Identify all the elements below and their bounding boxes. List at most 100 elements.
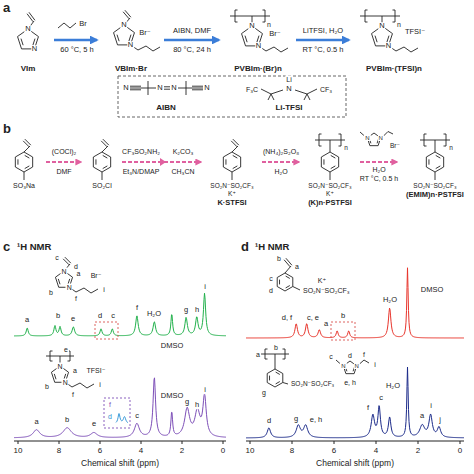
chem-label: H₂O: [382, 296, 398, 304]
chem-label: N: [24, 25, 31, 33]
polymer-bracket: [339, 134, 342, 146]
bond-line: [95, 159, 96, 164]
chem-label: H₂O: [273, 168, 288, 175]
chem-label: DMSO: [160, 342, 185, 350]
chem-label: (NH₄)₂S₂O₈: [262, 148, 300, 155]
chem-label: SO₂N⁻SO₂CF₃: [290, 381, 335, 388]
compound-node: PVBIm·(TFSI)n: [352, 8, 436, 74]
chem-label: g: [184, 398, 190, 406]
bond-line: [103, 155, 108, 158]
axis-tick: [141, 441, 142, 444]
bond-line: [148, 81, 149, 95]
bond-line: [164, 89, 170, 90]
chem-label: Br⁻: [268, 30, 281, 38]
nmr-spectrum: [14, 378, 226, 438]
bond-line: [233, 155, 238, 158]
chem-label: e: [91, 420, 97, 428]
bond-line: [426, 152, 443, 172]
chem-label: d: [268, 287, 274, 294]
chem-label: Br: [78, 20, 88, 28]
chem-label: N: [31, 45, 38, 53]
chem-label: g: [261, 389, 267, 396]
bond-line: [25, 155, 30, 158]
axis-text: Chemical shift (ppm): [80, 459, 160, 468]
bond-line: [65, 382, 94, 388]
axis-text: Chemical shift (ppm): [315, 459, 395, 468]
bond-line: [375, 36, 377, 43]
chem-label: Br⁻: [90, 272, 103, 279]
substituent-text: SO₂N⁻SO₂CF₃: [308, 182, 351, 190]
axis-text: 4: [373, 447, 379, 455]
bond-line: [93, 152, 110, 172]
chem-label: c: [328, 353, 334, 360]
polymer-bracket: [283, 349, 286, 359]
axis-tick: [100, 441, 101, 444]
axis-tick: [418, 441, 419, 444]
chem-label: g: [293, 415, 299, 423]
bond-line: [286, 286, 290, 288]
chem-label: b: [273, 344, 279, 351]
polymer-bracket: [319, 134, 322, 146]
bond-line: [360, 16, 400, 17]
bond-line: [192, 86, 203, 87]
chem-label: g: [183, 306, 189, 314]
chem-label: N: [156, 84, 163, 92]
bond-line: [233, 139, 239, 145]
bond-line: [69, 287, 98, 293]
compound-node: SO₃Na: [4, 134, 44, 190]
chem-label: n: [266, 21, 272, 28]
highlight-box: [331, 322, 355, 340]
chem-label: N: [66, 284, 73, 291]
chem-label: a: [76, 270, 82, 277]
compound-node: SO₂N⁻SO₂CF₃K⁺(K)n·PSTFSI: [302, 134, 358, 207]
bond-line: [27, 14, 33, 22]
chem-label: b: [44, 383, 50, 390]
chem-label: N: [255, 42, 262, 50]
chem-label: N: [127, 41, 134, 49]
bond-line: [267, 369, 283, 387]
chem-label: f: [366, 404, 370, 412]
chem-label: c: [54, 254, 60, 261]
bond-line: [276, 382, 280, 384]
chem-label: F₃C: [245, 86, 259, 93]
axis-tick: [334, 441, 335, 444]
bond-line: [384, 132, 394, 137]
compound-node: PVBIm·(Br)n: [222, 8, 294, 74]
chem-label: a: [323, 320, 329, 328]
compound-name: PVBIm·(Br)n: [234, 64, 282, 74]
reaction-arrow: [122, 161, 201, 163]
chem-label: N: [340, 363, 346, 369]
bond-line: [131, 45, 161, 51]
chem-label: (COCl)₂: [51, 148, 78, 155]
substituent-text: K⁺: [228, 190, 236, 198]
bond-line: [164, 86, 170, 87]
polymer-bracket: [444, 134, 447, 146]
bond-line: [271, 94, 274, 100]
chem-label: N: [248, 22, 255, 30]
axis-text: Li-TFSI: [274, 104, 303, 112]
axis-tick: [250, 441, 251, 444]
chem-label: j: [438, 416, 442, 424]
chem-label: N: [285, 85, 292, 93]
chem-label: f: [108, 401, 112, 408]
bond-line: [259, 46, 289, 52]
bond-line: [21, 39, 23, 46]
x-axis: [14, 441, 226, 442]
bond-line: [283, 383, 288, 385]
compound-node: SO₂Cl: [84, 134, 120, 190]
bond-line: [330, 172, 331, 180]
x-axis: [246, 441, 464, 442]
chem-label: a: [255, 351, 261, 358]
bond-line: [24, 172, 25, 180]
chem-label: b: [64, 416, 70, 424]
polymer-bracket: [265, 349, 268, 359]
chem-label: i: [203, 386, 207, 394]
bond-line: [58, 279, 60, 284]
substituent-text: SO₂Cl: [92, 182, 111, 190]
bond-line: [15, 152, 32, 172]
polymer-bracket: [365, 10, 368, 22]
bond-line: [360, 360, 370, 364]
zoom-inset: [104, 398, 130, 428]
bond-line: [331, 155, 336, 158]
chem-label: H₂O: [385, 382, 401, 390]
